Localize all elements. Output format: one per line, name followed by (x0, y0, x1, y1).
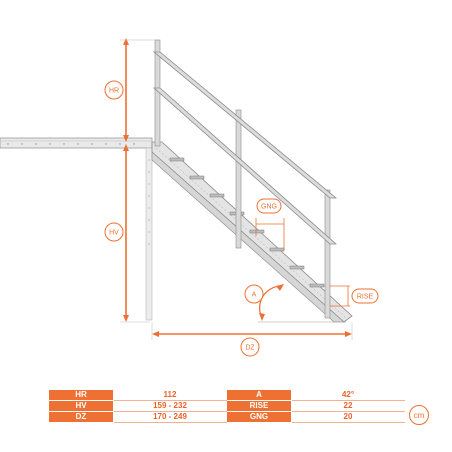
unit-badge: cm (409, 405, 429, 425)
spec-key: DZ (48, 411, 114, 423)
landing-platform (0, 137, 153, 149)
gng-label: GNG (256, 198, 282, 214)
spec-key: HR (48, 389, 114, 401)
table-row: DZ 170 - 249 GNG 20 (48, 411, 405, 423)
spec-value: 22 (291, 400, 405, 412)
dz-label: DZ (240, 337, 260, 357)
spec-value: 42° (291, 389, 405, 401)
support-column (145, 147, 153, 321)
spec-value: 20 (291, 411, 405, 423)
spec-key: GNG (226, 411, 292, 423)
hr-label-text: HR (109, 88, 119, 95)
spec-key: A (226, 389, 292, 401)
rise-label-text: RISE (357, 294, 374, 301)
staircase-diagram: HR HV DZ A GNG (0, 38, 379, 357)
spec-value: 159 - 232 (113, 400, 227, 412)
spec-table: HR 112 A 42° HV 159 - 232 RISE 22 DZ 170… (48, 389, 405, 423)
hr-label: HR (104, 80, 124, 100)
handrail-posts (154, 39, 331, 319)
spec-key: RISE (226, 400, 292, 412)
rise-label: RISE (351, 288, 379, 304)
stair-treads (169, 157, 325, 288)
angle-a-label: A (244, 284, 264, 304)
hv-label: HV (104, 222, 124, 242)
gng-dimension (255, 218, 285, 250)
table-row: HR 112 A 42° (48, 389, 405, 401)
spec-key: HV (48, 400, 114, 412)
hv-label-text: HV (109, 230, 119, 237)
angle-a-label-text: A (252, 292, 257, 299)
spec-value: 170 - 249 (113, 411, 227, 423)
dz-dimension (151, 322, 353, 340)
table-row: HV 159 - 232 RISE 22 (48, 400, 405, 412)
handrails (152, 51, 338, 245)
spec-value: 112 (113, 389, 227, 401)
hv-dimension (120, 144, 150, 323)
rise-dimension (330, 285, 350, 307)
gng-label-text: GNG (261, 204, 277, 211)
dz-label-text: DZ (245, 345, 255, 352)
hr-dimension (120, 38, 156, 142)
